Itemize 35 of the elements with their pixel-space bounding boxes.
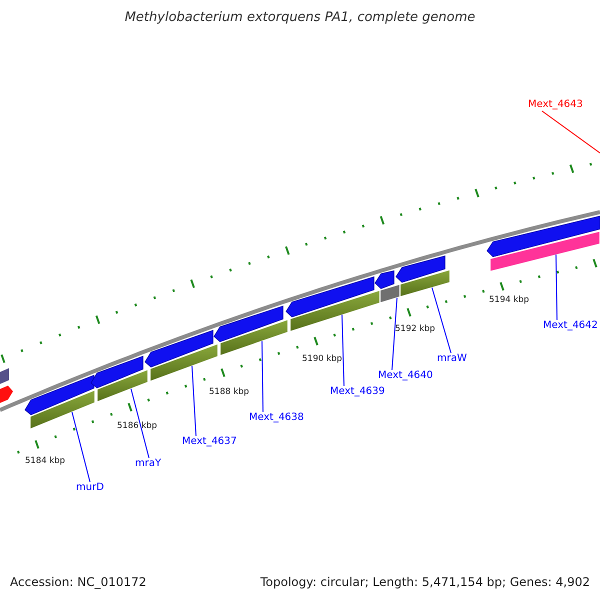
footer-text: Topology: circular; Length: 5,471,154 bp; Genes: 4,902 [260, 576, 590, 588]
gene-label: Mext_4643 [528, 100, 583, 110]
gene-label: Mext_4639 [330, 387, 385, 397]
footer-text: Accession: NC_010172 [10, 576, 146, 588]
scale-label: 5188 kbp [209, 388, 250, 396]
leader-line [262, 340, 264, 412]
gene-bar [219, 318, 289, 357]
scale-label: 5190 kbp [302, 355, 342, 364]
leader-line [542, 110, 600, 154]
scale-label: 5186 kbp [117, 422, 158, 430]
gene-label: Mext_4637 [182, 437, 237, 447]
gene-bar [149, 342, 219, 382]
scale-label: 5184 kbp [25, 457, 66, 466]
gene-bar [96, 368, 149, 403]
gene-bar [399, 268, 451, 298]
scale-label: 5194 kbp [489, 296, 530, 304]
leader-line [342, 314, 344, 386]
gene-label: Mext_4640 [378, 371, 433, 381]
leader-line [556, 254, 558, 320]
gene-bar [29, 388, 96, 430]
gene-label: mraY [135, 459, 162, 469]
gene-bar [289, 289, 381, 332]
leader-line [432, 287, 452, 354]
gene-bar [379, 283, 401, 304]
gene-label: murD [76, 483, 104, 493]
leader-line [130, 388, 150, 458]
diagram-title: Methylobacterium extorquens PA1, complete genome [124, 11, 476, 24]
leader-line [72, 412, 90, 482]
leader-line [392, 297, 398, 370]
leader-line [192, 365, 196, 436]
gene-bar [489, 230, 600, 272]
gene-label: Mext_4642 [543, 321, 598, 331]
scale-label: 5192 kbp [395, 325, 436, 334]
gene-label: Mext_4638 [249, 413, 304, 423]
gene-label: mraW [437, 354, 467, 364]
